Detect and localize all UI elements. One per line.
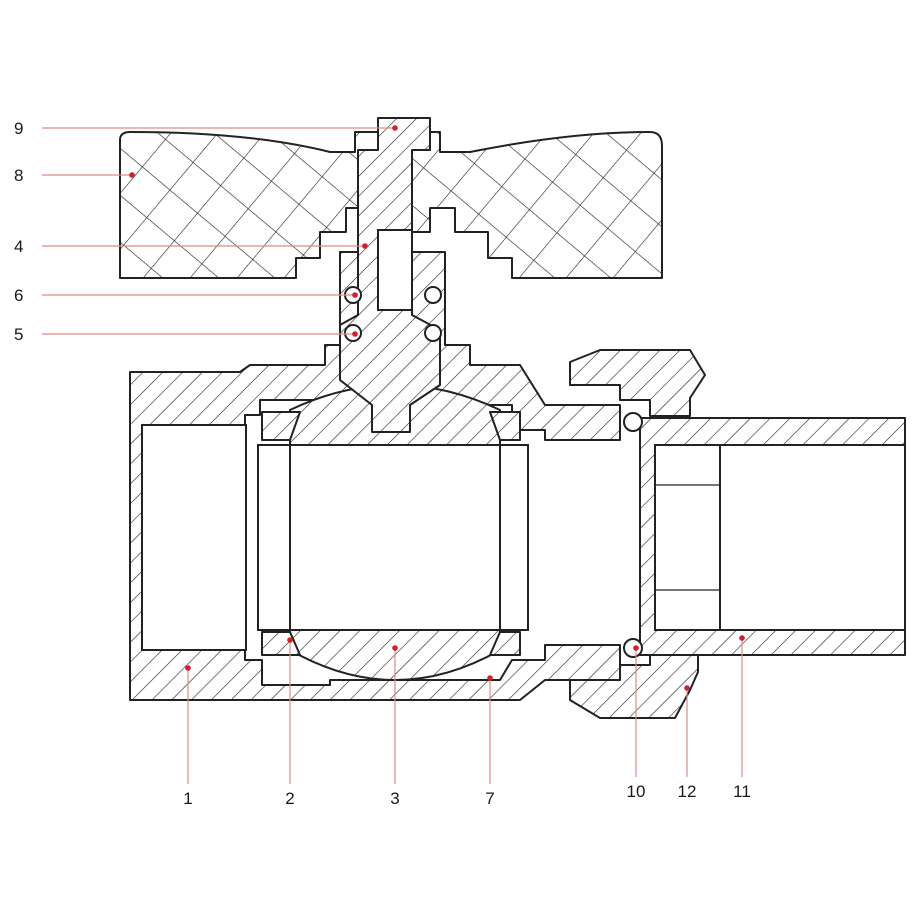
callout-label-3: 3 [390, 789, 399, 808]
callout-marker-10 [633, 645, 639, 651]
callout-marker-9 [392, 125, 398, 131]
callout-label-5: 5 [14, 325, 23, 344]
hex-section [654, 444, 721, 631]
callout-marker-2 [287, 637, 293, 643]
callout-label-7: 7 [485, 789, 494, 808]
tailpiece [639, 417, 906, 656]
stem-slot [377, 229, 413, 311]
union-o-ring [623, 412, 643, 658]
callout-label-8: 8 [14, 166, 23, 185]
callout-marker-8 [129, 172, 135, 178]
inlet-bore [141, 424, 247, 651]
callout-marker-11 [739, 635, 745, 641]
callout-label-10: 10 [627, 782, 646, 801]
callout-label-11: 11 [733, 782, 751, 801]
valve-body [129, 251, 621, 701]
callout-label-2: 2 [285, 789, 294, 808]
callout-label-6: 6 [14, 286, 23, 305]
callout-marker-6 [352, 292, 358, 298]
callout-marker-1 [185, 665, 191, 671]
callout-marker-4 [362, 243, 368, 249]
callout-marker-5 [352, 331, 358, 337]
callout-marker-3 [392, 645, 398, 651]
o-rings [344, 286, 442, 342]
ball-seats [261, 411, 521, 656]
callout-label-4: 4 [14, 237, 23, 256]
stem [339, 117, 441, 433]
callout-label-9: 9 [14, 119, 23, 138]
outlet-bore [719, 444, 906, 631]
ball-chamber [257, 444, 529, 631]
union-nut [569, 349, 706, 719]
callout-marker-12 [684, 685, 690, 691]
callout-label-12: 12 [678, 782, 697, 801]
callout-label-1: 1 [183, 789, 192, 808]
callout-marker-7 [487, 675, 493, 681]
